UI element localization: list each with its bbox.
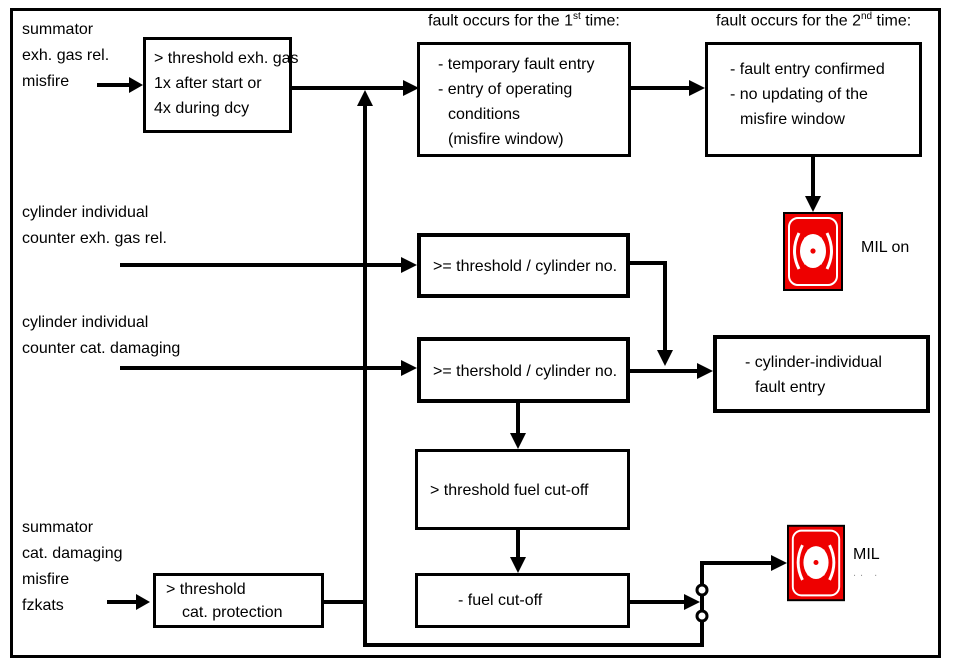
heading-second-time: fault occurs for the 2nd time: bbox=[716, 11, 912, 30]
box-threshold-cylinder-cat: >= thershold / cylinder no. bbox=[417, 337, 630, 403]
box-fuel-cutoff: - fuel cut-off bbox=[415, 573, 630, 628]
box-threshold-fuel-cutoff: > threshold fuel cut-off bbox=[415, 449, 630, 530]
diagram-border bbox=[10, 8, 941, 658]
box-fault-entry-confirmed: - fault entry confirmed - no updating of… bbox=[705, 42, 922, 157]
mil-on-label: MIL on bbox=[861, 239, 910, 256]
label-summator-cat-damaging: summator cat. damaging misfire fzkats bbox=[22, 519, 123, 614]
junction-node-icon bbox=[695, 583, 709, 623]
mil-sub-label: .. . bbox=[853, 567, 882, 579]
box-threshold-cylinder-exh: >= threshold / cylinder no. bbox=[417, 233, 630, 298]
label-summator-exh-gas: summator exh. gas rel. misfire bbox=[22, 21, 110, 90]
label-counter-cat-damaging: cylinder individual counter cat. damagin… bbox=[22, 314, 181, 357]
box-threshold-exh-gas: > threshold exh. gas 1x after start or 4… bbox=[143, 37, 299, 133]
box-cylinder-fault-entry: - cylinder-individual fault entry bbox=[713, 335, 930, 413]
heading-first-time: fault occurs for the 1st time: bbox=[428, 11, 620, 30]
label-counter-exh-gas: cylinder individual counter exh. gas rel… bbox=[22, 204, 167, 247]
mil-on-icon bbox=[783, 212, 843, 291]
mil-icon bbox=[787, 524, 845, 602]
box-temporary-fault-entry: - temporary fault entry - entry of opera… bbox=[417, 42, 631, 157]
box-threshold-cat-protection: > threshold cat. protection bbox=[153, 573, 324, 628]
mil-label: MIL bbox=[853, 546, 880, 563]
